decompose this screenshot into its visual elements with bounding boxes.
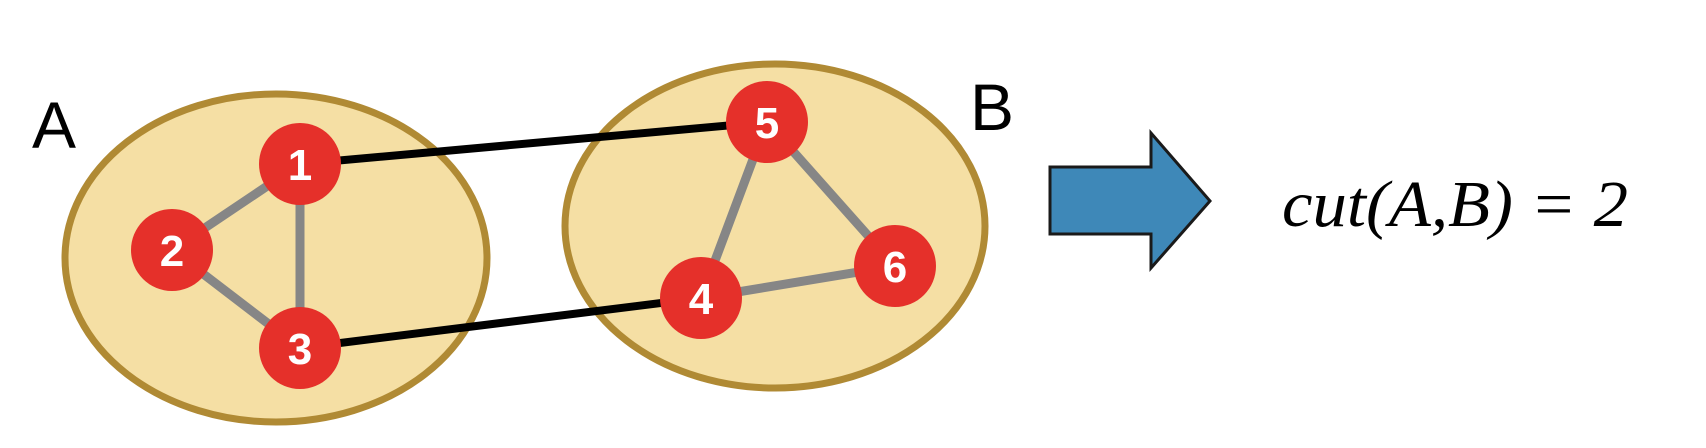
node-5: 5	[726, 81, 808, 163]
set-b-label: B	[970, 70, 1014, 144]
node-6: 6	[854, 225, 936, 307]
node-3-label: 3	[288, 325, 312, 374]
node-3: 3	[259, 307, 341, 389]
node-2: 2	[131, 209, 213, 291]
set-a-label: A	[32, 88, 76, 162]
node-4-label: 4	[689, 275, 714, 324]
cut-formula: cut(A,B) = 2	[1282, 168, 1628, 241]
node-3-circle	[259, 307, 341, 389]
node-2-label: 2	[160, 227, 184, 276]
node-6-label: 6	[883, 243, 907, 292]
node-1-label: 1	[288, 141, 312, 190]
edge-cut-3-4	[296, 294, 705, 352]
node-2-circle	[131, 209, 213, 291]
node-6-circle	[854, 225, 936, 307]
right-arrow-icon	[1048, 128, 1212, 272]
node-5-label: 5	[755, 99, 779, 148]
node-1-circle	[259, 123, 341, 205]
node-5-circle	[726, 81, 808, 163]
edge-cut-1-5	[296, 118, 771, 168]
node-1: 1	[259, 123, 341, 205]
node-4-circle	[660, 257, 742, 339]
node-4: 4	[660, 257, 742, 339]
